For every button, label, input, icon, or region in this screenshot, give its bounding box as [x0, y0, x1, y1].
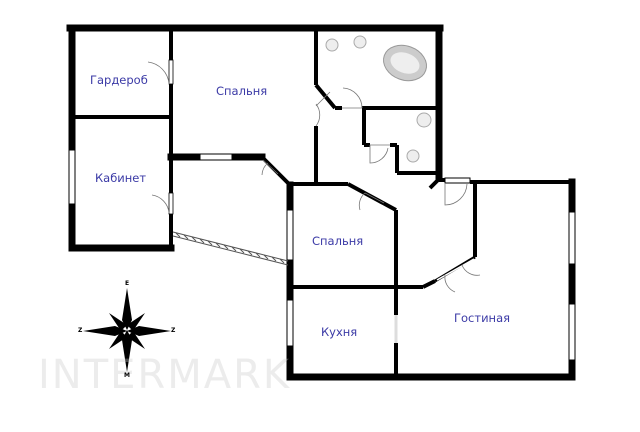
- room-label-kitchen: Кухня: [321, 325, 358, 339]
- bathroom-fixtures: [325, 35, 432, 163]
- watermark: INTERMARK: [38, 352, 292, 398]
- compass-right-letter: Z: [171, 327, 176, 334]
- room-label-bedroom2: Спальня: [312, 234, 364, 248]
- room-label-study: Кабинет: [95, 171, 147, 185]
- room-label-living: Гостиная: [454, 311, 511, 325]
- compass-left-letter: Z: [78, 327, 83, 334]
- compass-bottom-letter: M: [124, 372, 130, 379]
- room-label-wardrobe: Гардероб: [90, 73, 148, 87]
- room-label-bedroom1: Спальня: [216, 84, 268, 98]
- balcony-rail: [172, 231, 289, 266]
- compass-rose-icon: [83, 288, 171, 372]
- compass-top-letter: E: [125, 280, 130, 287]
